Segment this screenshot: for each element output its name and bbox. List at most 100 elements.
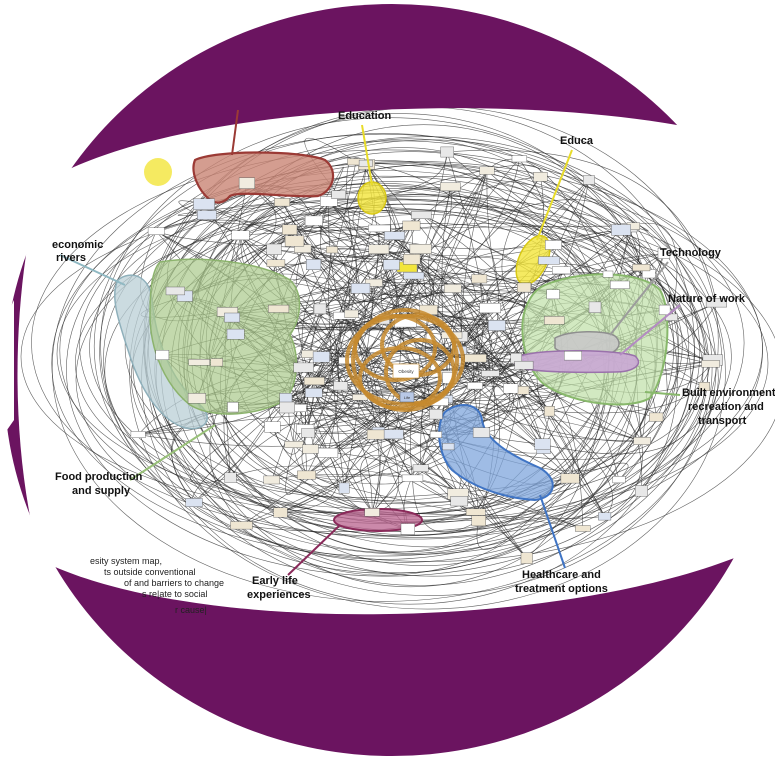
map-node bbox=[351, 283, 370, 293]
map-node bbox=[166, 287, 185, 295]
map-node bbox=[649, 413, 663, 422]
map-node bbox=[197, 211, 216, 220]
map-node bbox=[239, 178, 255, 189]
map-node bbox=[603, 271, 613, 277]
map-node bbox=[232, 231, 250, 240]
caption-line1: esity system map, bbox=[90, 556, 162, 566]
map-node bbox=[225, 473, 237, 483]
label-early-life-line1: Early life bbox=[252, 575, 298, 587]
map-node bbox=[332, 191, 346, 199]
map-node bbox=[534, 172, 548, 181]
map-node bbox=[633, 264, 650, 271]
map-node bbox=[402, 475, 423, 482]
map-node bbox=[314, 304, 326, 314]
label-healthcare-line2: treatment options bbox=[515, 583, 608, 595]
label-nature-of-work: Nature of work bbox=[668, 293, 746, 305]
map-node bbox=[583, 176, 594, 185]
map-node bbox=[282, 225, 297, 235]
map-node bbox=[564, 351, 582, 360]
map-node bbox=[303, 445, 319, 454]
map-node bbox=[194, 199, 215, 210]
map-node bbox=[512, 156, 527, 162]
map-node bbox=[488, 320, 505, 330]
map-node bbox=[186, 498, 203, 506]
caption-line5: r cause| bbox=[175, 605, 207, 615]
map-node bbox=[589, 302, 601, 313]
map-node bbox=[517, 386, 529, 394]
label-education-top: Education bbox=[338, 110, 391, 122]
map-node bbox=[227, 329, 244, 339]
label-economic-line1: economic bbox=[52, 239, 103, 251]
map-node bbox=[188, 393, 206, 403]
map-node bbox=[268, 305, 289, 312]
map-node bbox=[280, 393, 292, 403]
map-node bbox=[365, 508, 380, 516]
map-node bbox=[369, 245, 389, 254]
caption-line3: of and barriers to change bbox=[124, 578, 224, 588]
map-node bbox=[611, 225, 630, 236]
map-node bbox=[267, 244, 282, 255]
map-node bbox=[131, 431, 146, 437]
map-node bbox=[345, 310, 358, 318]
map-node bbox=[467, 382, 482, 389]
map-node bbox=[264, 476, 280, 484]
map-node bbox=[481, 371, 499, 377]
map-node bbox=[285, 441, 304, 447]
map-node bbox=[401, 524, 415, 535]
map-node bbox=[211, 359, 223, 367]
map-node bbox=[634, 437, 651, 444]
map-node bbox=[480, 303, 501, 313]
map-node bbox=[413, 465, 428, 472]
education-cluster-top bbox=[144, 158, 172, 186]
map-node bbox=[297, 471, 315, 479]
map-node bbox=[430, 432, 442, 438]
map-node bbox=[441, 147, 454, 157]
map-node bbox=[552, 267, 570, 274]
map-node bbox=[285, 236, 304, 247]
map-node bbox=[472, 516, 486, 526]
map-node bbox=[547, 290, 560, 299]
map-node bbox=[575, 526, 590, 532]
map-node bbox=[274, 508, 288, 517]
map-node bbox=[544, 316, 564, 324]
map-node bbox=[384, 232, 404, 240]
caption-line2: ts outside conventional bbox=[104, 567, 196, 577]
map-node bbox=[451, 496, 468, 506]
label-built-env-line3: transport bbox=[698, 415, 747, 427]
map-node bbox=[610, 281, 629, 289]
map-node bbox=[274, 198, 289, 206]
map-node bbox=[224, 313, 239, 322]
map-node bbox=[480, 167, 495, 175]
map-node bbox=[535, 439, 551, 450]
map-node bbox=[228, 402, 239, 412]
map-node bbox=[301, 429, 314, 438]
map-node bbox=[443, 443, 454, 450]
map-node bbox=[231, 522, 253, 530]
map-node bbox=[189, 359, 210, 365]
map-node bbox=[444, 284, 461, 292]
core-obesity-label: Obesity bbox=[398, 369, 414, 374]
label-food-line2: and supply bbox=[72, 485, 131, 497]
map-node bbox=[403, 254, 420, 264]
map-node bbox=[472, 275, 487, 284]
map-node bbox=[598, 513, 611, 520]
map-node bbox=[465, 354, 487, 362]
map-node bbox=[148, 228, 164, 235]
map-node bbox=[294, 363, 314, 372]
label-built-env-line1: Built environment, bbox=[682, 387, 775, 399]
map-node bbox=[545, 240, 561, 249]
map-node bbox=[403, 221, 420, 230]
map-node bbox=[305, 216, 323, 226]
map-node bbox=[466, 509, 485, 516]
map-node bbox=[404, 272, 424, 279]
map-node bbox=[304, 377, 324, 385]
map-node bbox=[517, 283, 531, 292]
red-cluster bbox=[193, 153, 333, 203]
map-node bbox=[521, 553, 533, 564]
map-node bbox=[339, 483, 349, 493]
map-node bbox=[359, 160, 372, 166]
map-node bbox=[410, 244, 431, 254]
label-built-env-line2: recreation and bbox=[688, 401, 764, 413]
label-food-line1: Food production bbox=[55, 471, 143, 483]
